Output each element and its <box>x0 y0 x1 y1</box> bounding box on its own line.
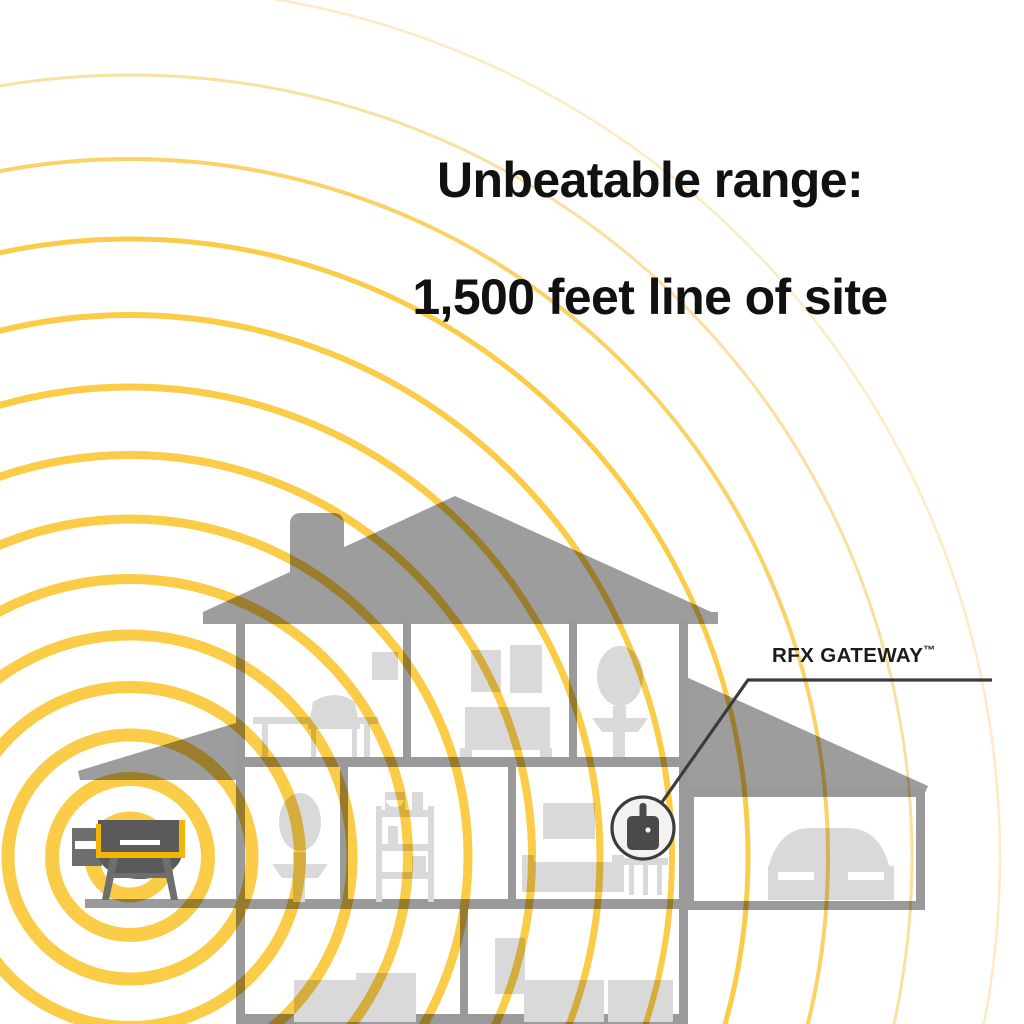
pellet-grill <box>72 820 185 900</box>
side-table-leg-r <box>657 865 662 895</box>
wall-art-dining <box>372 652 398 680</box>
partition-mid-1 <box>340 764 348 902</box>
car-lower <box>768 866 894 900</box>
signal-ring-14 <box>271 0 1001 1024</box>
wall-art-living <box>543 803 595 839</box>
porch-roof <box>78 723 236 780</box>
trademark-symbol: ™ <box>923 643 936 657</box>
bed-foot-r <box>540 748 552 757</box>
car-headlight-l <box>778 872 814 880</box>
side-table-top <box>624 858 668 865</box>
grill-trim-band <box>96 852 184 858</box>
signal-ring-5 <box>0 629 358 1024</box>
exterior-wall-right <box>679 620 688 1024</box>
rfx-gateway-label: RFX GATEWAY™ <box>772 643 936 668</box>
dining-table-leg-r <box>364 723 370 757</box>
bed-foot-l <box>460 748 472 757</box>
gateway-antenna <box>639 803 647 819</box>
signal-ring-9 <box>0 383 604 1024</box>
partition-mid-2 <box>508 764 516 902</box>
rfx-gateway-badge <box>610 795 676 861</box>
floor-slab-upper <box>236 757 688 767</box>
garage-floor <box>684 901 925 910</box>
chair-seat <box>308 722 360 729</box>
signal-ring-10 <box>0 312 675 1024</box>
car-headlight-r <box>848 872 884 880</box>
garage-ceiling <box>684 788 925 797</box>
grill-leg-left <box>102 858 118 900</box>
side-table-leg-c <box>643 865 648 895</box>
grill-trim-left <box>96 824 101 858</box>
gateway-led-indicator <box>645 827 651 833</box>
shelf-item-d <box>412 856 426 872</box>
signal-ring-11 <box>0 236 751 1024</box>
signal-ring-8 <box>0 451 536 1024</box>
basement-counter-a <box>524 980 604 1022</box>
signal-ring-6 <box>0 574 413 1024</box>
signal-ring-13 <box>0 73 914 1024</box>
ground-line <box>85 899 245 908</box>
garage-wall-right <box>916 790 925 910</box>
grill-leg-brace <box>112 873 170 878</box>
gateway-device-body <box>627 816 659 850</box>
garage-roof <box>684 676 928 795</box>
sink-basin-top <box>592 718 648 732</box>
basement-counter-b <box>608 980 673 1022</box>
chair-leg-l <box>311 729 316 757</box>
chair-back <box>309 695 359 724</box>
side-table-leg-l <box>629 865 634 895</box>
chair-leg-r <box>352 729 357 757</box>
sofa-body <box>527 862 619 892</box>
grill-shelf-slot <box>75 841 97 849</box>
picture-right <box>510 645 542 693</box>
leader-line <box>658 678 992 806</box>
grill-leg-right <box>162 858 178 900</box>
signal-ring-12 <box>0 157 830 1024</box>
sofa-arm-r <box>612 855 624 892</box>
grill-lid <box>98 820 182 830</box>
signal-ring-3 <box>1 728 259 986</box>
signal-ring-7 <box>0 514 473 1024</box>
shelf-item-c <box>388 826 398 844</box>
callout-leader <box>658 678 992 806</box>
sink-pedestal-top <box>613 730 625 757</box>
roof-eave <box>203 612 718 624</box>
signal-ring-2 <box>45 772 215 942</box>
shelf-side-r <box>428 806 434 902</box>
shelf-box-b <box>412 792 423 810</box>
rfx-gateway-label-text: RFX GATEWAY <box>772 643 924 667</box>
shelf-side-l <box>376 806 382 902</box>
grill-trim-right <box>179 820 185 858</box>
partition-bottom-1 <box>460 906 468 1024</box>
bath-mirror-top <box>597 646 643 706</box>
signal-ring-4 <box>0 681 306 1024</box>
garage-wall-left <box>684 790 694 910</box>
grill-handle <box>120 840 160 845</box>
partition-top-1 <box>403 620 411 760</box>
dining-table-leg-l <box>262 723 268 757</box>
